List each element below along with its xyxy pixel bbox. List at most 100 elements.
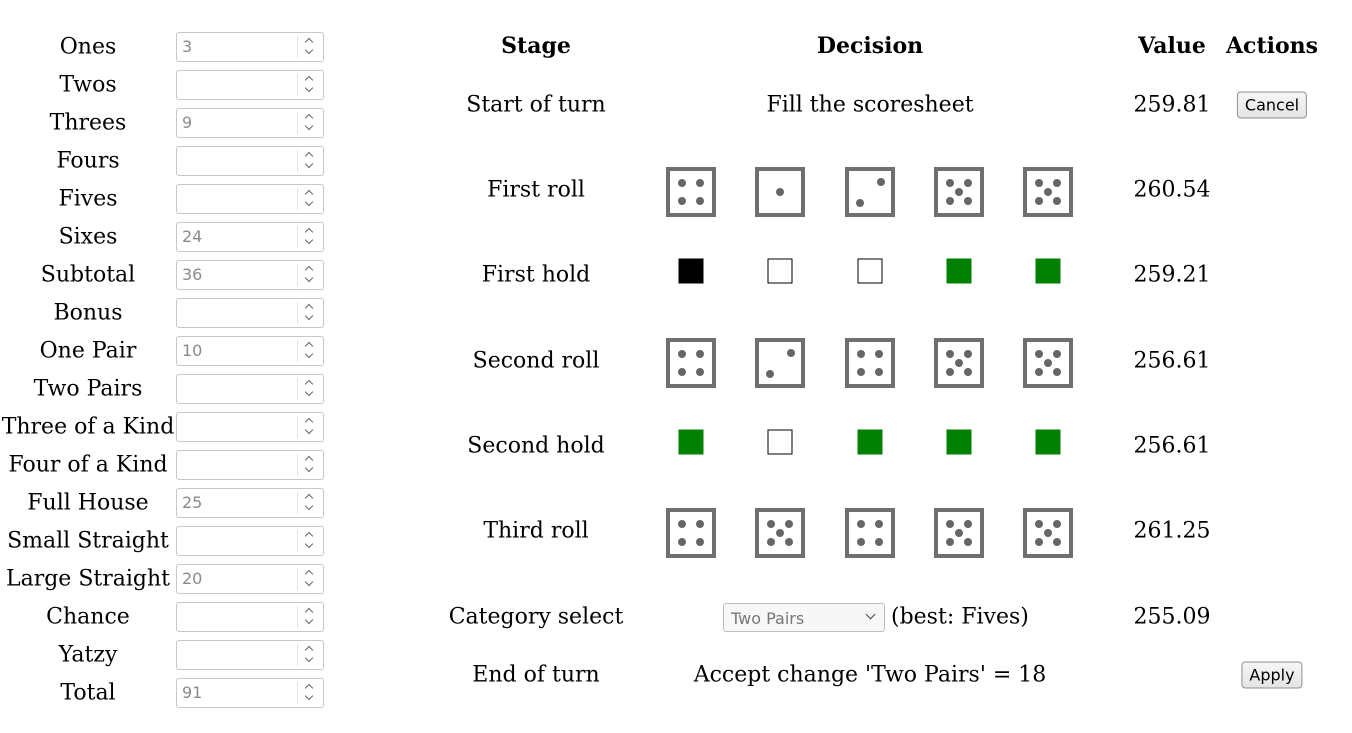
stage-category-select: Category select [448, 604, 624, 630]
scoresheet-label: Two Pairs [33, 376, 143, 402]
spinner-arrows-icon[interactable] [297, 492, 320, 514]
scoresheet-label: Yatzy [58, 642, 118, 668]
die-pip [677, 519, 686, 528]
die-face-5-icon [934, 508, 984, 558]
die-pip [964, 197, 973, 206]
score-input[interactable] [176, 640, 324, 670]
decision-end-of-turn: Accept change 'Two Pairs' = 18 [693, 662, 1047, 688]
score-input[interactable]: 24 [176, 222, 324, 252]
stage-second-roll: Second roll [472, 348, 600, 374]
hold-toggle-free[interactable] [857, 258, 883, 284]
hold-toggle-held[interactable] [678, 429, 704, 455]
die-face-5-icon [1023, 508, 1073, 558]
score-input[interactable] [176, 374, 324, 404]
score-input[interactable]: 9 [176, 108, 324, 138]
stage-first-hold: First hold [481, 262, 591, 288]
score-input[interactable]: 10 [176, 336, 324, 366]
die-pip [856, 538, 865, 547]
spinner-arrows-icon[interactable] [297, 682, 320, 704]
spinner-arrows-icon[interactable] [297, 226, 320, 248]
score-input[interactable] [176, 70, 324, 100]
die-pip [945, 368, 954, 377]
die-pip [677, 197, 686, 206]
hold-toggle-held[interactable] [946, 258, 972, 284]
die-pip [677, 349, 686, 358]
stage-third-roll: Third roll [483, 518, 589, 544]
spinner-arrows-icon[interactable] [297, 150, 320, 172]
die-pip [945, 519, 954, 528]
die-pip [766, 538, 775, 547]
value-start-of-turn: 259.81 [1133, 92, 1211, 118]
die-pip [964, 368, 973, 377]
score-input[interactable]: 91 [176, 678, 324, 708]
score-value: 10 [182, 341, 203, 360]
header-stage: Stage [501, 33, 571, 59]
hold-toggle-held[interactable] [1035, 429, 1061, 455]
spinner-arrows-icon[interactable] [297, 74, 320, 96]
score-value: 20 [182, 569, 203, 588]
stage-first-roll: First roll [487, 177, 585, 203]
score-input[interactable] [176, 146, 324, 176]
spinner-arrows-icon[interactable] [297, 606, 320, 628]
hold-toggle-held[interactable] [1035, 258, 1061, 284]
scoresheet-label: Chance [46, 604, 130, 630]
spinner-arrows-icon[interactable] [297, 188, 320, 210]
die-pip [677, 368, 686, 377]
cancel-button[interactable]: Cancel [1236, 91, 1308, 119]
die-face-5-icon [934, 338, 984, 388]
score-value: 3 [182, 37, 193, 56]
scoresheet-label: Four of a Kind [8, 452, 168, 478]
scoresheet-label: Bonus [53, 300, 123, 326]
spinner-arrows-icon[interactable] [297, 416, 320, 438]
die-pip [1053, 349, 1062, 358]
die-face-2-icon [755, 338, 805, 388]
die-pip [964, 538, 973, 547]
spinner-arrows-icon[interactable] [297, 264, 320, 286]
score-input[interactable] [176, 184, 324, 214]
spinner-arrows-icon[interactable] [297, 378, 320, 400]
scoresheet-row: Twos [0, 66, 340, 104]
scoresheet-row: One Pair 10 [0, 332, 340, 370]
die-pip [876, 177, 885, 186]
stage-second-hold: Second hold [467, 433, 605, 459]
scoresheet-row: Fours [0, 142, 340, 180]
category-select[interactable]: Two Pairs [723, 603, 885, 632]
die-face-1-icon [755, 167, 805, 217]
spinner-arrows-icon[interactable] [297, 112, 320, 134]
score-input[interactable]: 3 [176, 32, 324, 62]
spinner-arrows-icon[interactable] [297, 568, 320, 590]
spinner-arrows-icon[interactable] [297, 340, 320, 362]
die-pip [696, 538, 705, 547]
die-pip [875, 538, 884, 547]
score-input[interactable] [176, 450, 324, 480]
score-input[interactable] [176, 526, 324, 556]
score-input[interactable]: 20 [176, 564, 324, 594]
stage-start-of-turn: Start of turn [466, 92, 606, 118]
spinner-arrows-icon[interactable] [297, 454, 320, 476]
apply-button[interactable]: Apply [1241, 661, 1303, 689]
die-pip [964, 349, 973, 358]
score-input[interactable] [176, 412, 324, 442]
score-input[interactable]: 25 [176, 488, 324, 518]
spinner-arrows-icon[interactable] [297, 302, 320, 324]
score-input[interactable]: 36 [176, 260, 324, 290]
die-pip [945, 197, 954, 206]
hold-toggle-black[interactable] [678, 258, 704, 284]
scoresheet-label: Ones [59, 34, 117, 60]
hold-toggle-free[interactable] [767, 258, 793, 284]
score-input[interactable] [176, 298, 324, 328]
scoresheet-row: Fives [0, 180, 340, 218]
hold-toggle-free[interactable] [767, 429, 793, 455]
hold-toggle-held[interactable] [857, 429, 883, 455]
spinner-arrows-icon[interactable] [297, 644, 320, 666]
scoresheet-row: Yatzy [0, 636, 340, 674]
hold-toggle-held[interactable] [946, 429, 972, 455]
die-pip [696, 519, 705, 528]
scoresheet-label: One Pair [39, 338, 137, 364]
spinner-arrows-icon[interactable] [297, 36, 320, 58]
score-input[interactable] [176, 602, 324, 632]
scoresheet-label: Large Straight [5, 566, 170, 592]
spinner-arrows-icon[interactable] [297, 530, 320, 552]
score-value: 91 [182, 683, 203, 702]
